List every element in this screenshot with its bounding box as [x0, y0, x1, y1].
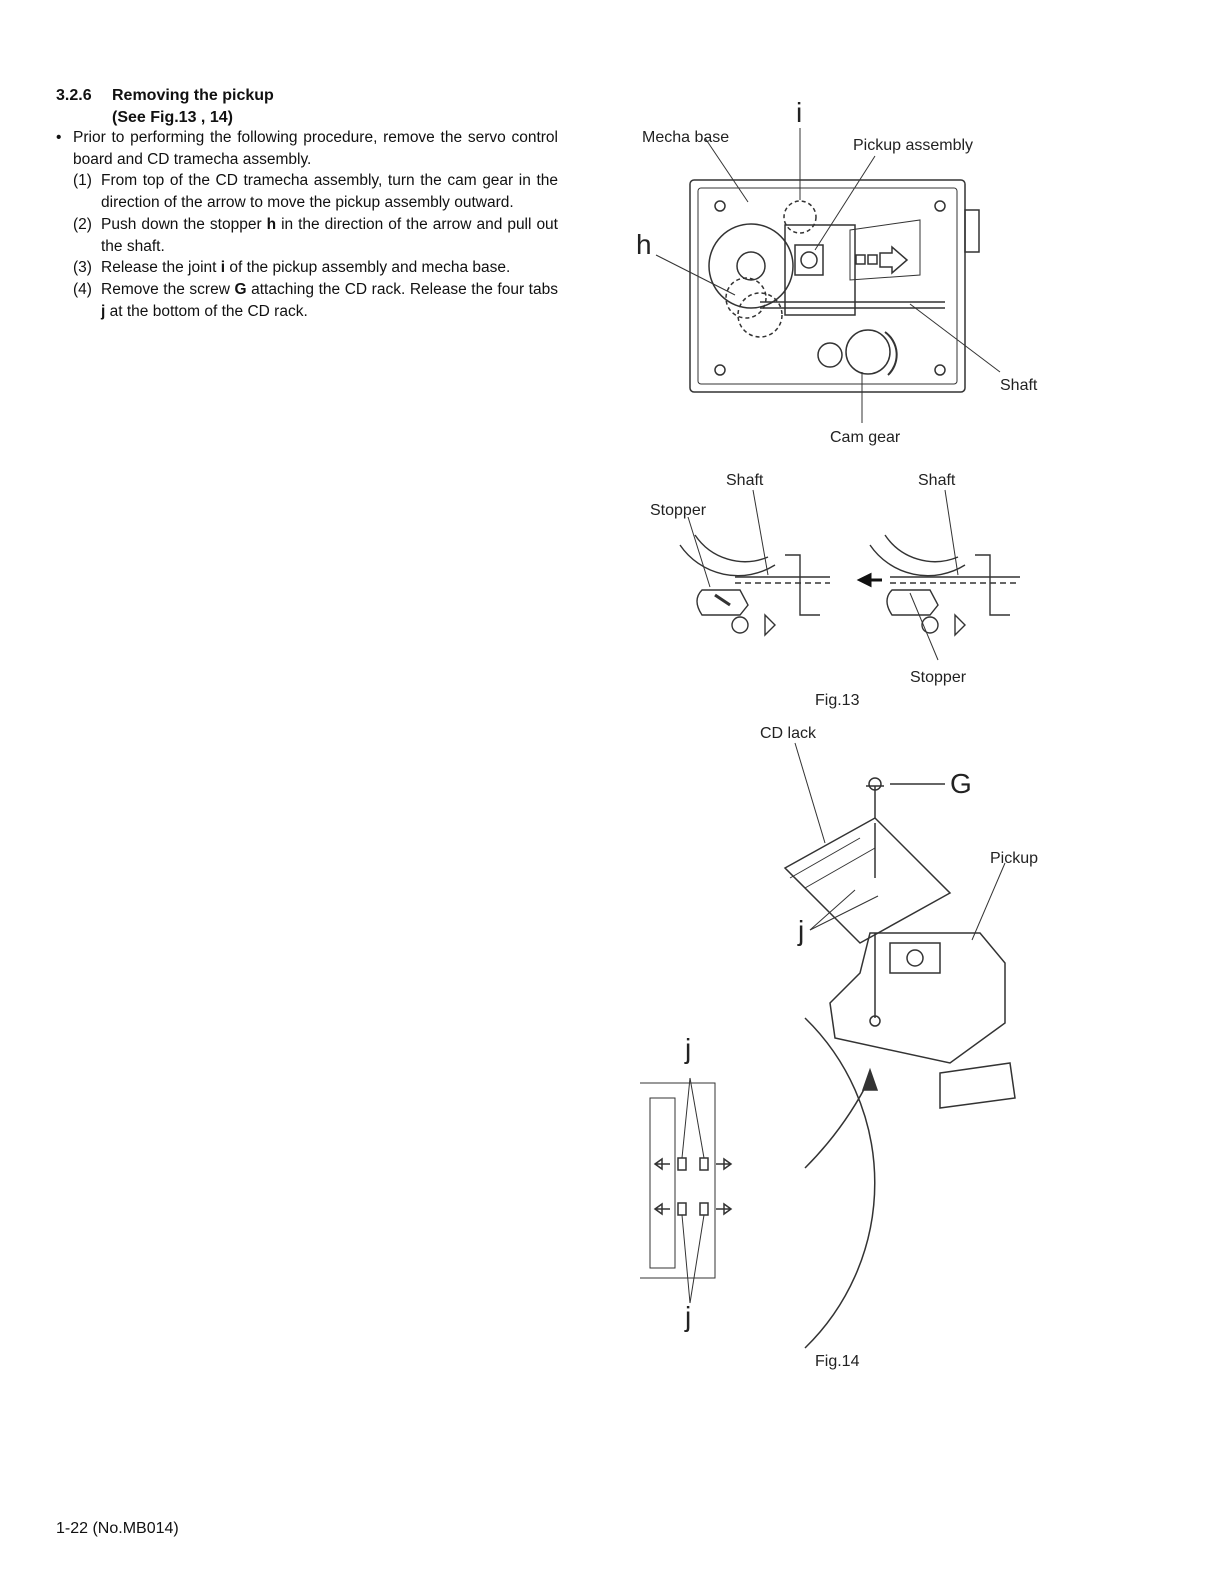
step-4: (4) Remove the screw G attaching the CD …	[73, 279, 558, 322]
label-j-detail-bottom: j	[684, 1301, 691, 1332]
section-title: Removing the pickup	[112, 87, 274, 104]
step-number: (4)	[73, 280, 92, 298]
step-2: (2) Push down the stopper h in the direc…	[73, 214, 558, 257]
step-number: (1)	[73, 172, 92, 190]
section-heading: 3.2.6 Removing the pickup (See Fig.13 , 1…	[56, 85, 274, 129]
label-stopper-left: Stopper	[650, 502, 707, 519]
step-text: Remove the screw G attaching the CD rack…	[101, 280, 558, 320]
section-number: 3.2.6	[56, 87, 92, 104]
step-text: Release the joint i of the pickup assemb…	[101, 259, 511, 277]
prerequisite-bullet: • Prior to performing the following proc…	[56, 127, 558, 170]
step-text: Push down the stopper h in the direction…	[101, 215, 558, 255]
bullet-text: Prior to performing the following proced…	[73, 129, 558, 168]
step-number: (2)	[73, 215, 92, 233]
label-cd-lack: CD lack	[760, 725, 817, 742]
procedure-text: • Prior to performing the following proc…	[56, 127, 558, 322]
label-pickup: Pickup	[990, 850, 1038, 867]
label-g: G	[950, 768, 972, 799]
label-stopper-right: Stopper	[910, 669, 967, 686]
step-1: (1) From top of the CD tramecha assembly…	[73, 170, 558, 213]
label-pickup-assembly: Pickup assembly	[853, 137, 973, 154]
bullet-mark: •	[56, 129, 62, 146]
fig13-caption: Fig.13	[815, 692, 860, 709]
step-text: From top of the CD tramecha assembly, tu…	[101, 172, 558, 212]
step-number: (3)	[73, 259, 92, 277]
fig14-diagram: CD lack G Pickup j j j Fig.14	[640, 725, 1038, 1370]
label-j-rack: j	[797, 915, 804, 946]
section-subtitle: (See Fig.13 , 14)	[112, 109, 233, 126]
label-shaft: Shaft	[1000, 377, 1038, 394]
label-j-detail-top: j	[684, 1033, 691, 1064]
step-3: (3) Release the joint i of the pickup as…	[73, 257, 558, 279]
label-cam-gear: Cam gear	[830, 429, 901, 446]
label-shaft-left: Shaft	[726, 472, 764, 489]
label-h: h	[636, 229, 652, 260]
label-i: i	[796, 97, 802, 128]
label-shaft-right: Shaft	[918, 472, 956, 489]
fig14-caption: Fig.14	[815, 1353, 860, 1370]
label-mecha-base: Mecha base	[642, 129, 729, 146]
fig13-mecha-diagram: Mecha base i Pickup assembly h Shaft Cam…	[636, 97, 1038, 446]
page-footer: 1-22 (No.MB014)	[56, 1520, 179, 1537]
fig13-stopper-diagram: Stopper Shaft Shaft Stopper Fig.13	[650, 472, 1020, 709]
